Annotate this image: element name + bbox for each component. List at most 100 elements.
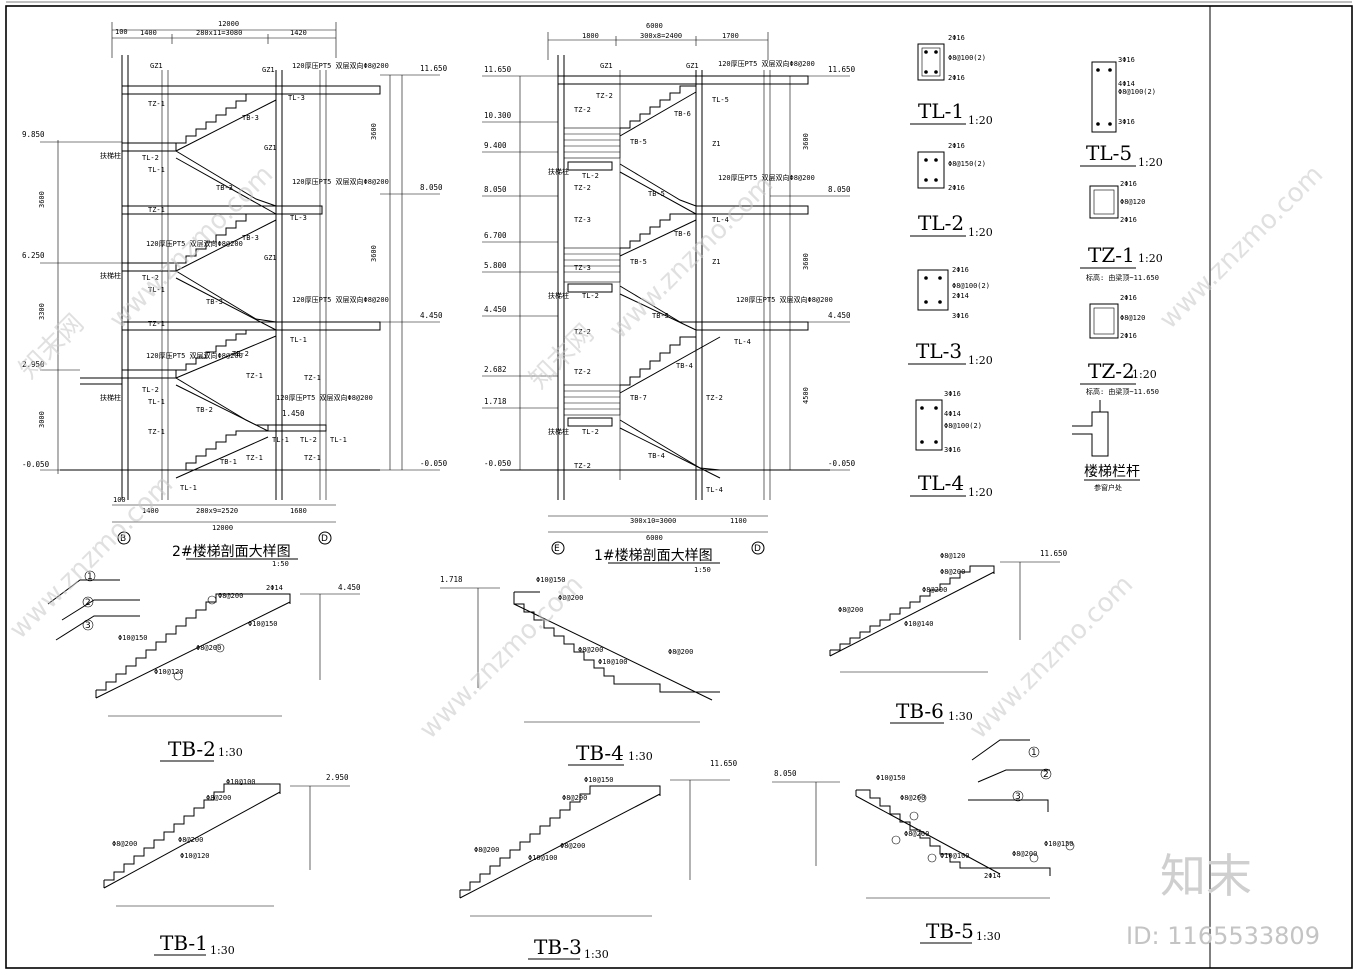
stair-2-tb2-a: TB-2	[232, 350, 249, 358]
tb3-scale: 1:30	[584, 948, 609, 961]
tb2-rebar-5: Φ10@150	[248, 620, 278, 628]
stair-1-tl4-b: TL-4	[734, 338, 751, 346]
tb5-scale: 1:30	[976, 930, 1001, 943]
stair-1-tz2-d: TZ-2	[574, 328, 591, 336]
stair-2-dim-run: 280x11=3080	[196, 29, 242, 37]
stair-2-gz1: GZ1	[150, 62, 163, 70]
tl5-scale: 1:20	[1138, 156, 1163, 169]
tb2-rebar-3: Φ8@200	[196, 644, 221, 652]
stair-2-handrail-a: 扶梯柱	[100, 151, 121, 160]
stair-2-tl3-a: TL-3	[288, 94, 305, 102]
tz1-scale: 1:20	[1138, 252, 1163, 265]
watermark-5: www.znzmo.com	[964, 570, 1139, 745]
stair-1-elev-6: 5.800	[484, 261, 507, 270]
tb3-rebar-5: Φ10@100	[528, 854, 558, 862]
stair-2-elev-left-2: 6.250	[22, 251, 45, 260]
stair-2-tb3-b: TB-3	[216, 184, 233, 192]
stair-1-tb7: TB-7	[630, 394, 647, 402]
stair-1-handrail-a: 扶梯柱	[548, 167, 569, 176]
stair-2-tz1-d: TZ-1	[246, 372, 263, 380]
stair-1-side-3: 4500	[802, 387, 810, 404]
stair-2-note-e: 120厚压PT5 双层双向Φ8@200	[146, 351, 243, 360]
stair-1-elev-10: -0.050	[484, 459, 512, 468]
tl3-title: TL-3	[916, 339, 962, 363]
tl2-stirrup: Φ8@150(2)	[948, 160, 986, 168]
tb2-rebar-4: Φ8@200	[218, 592, 243, 600]
stair-1-note-b: 120厚压PT5 双层双向Φ8@200	[718, 173, 815, 182]
tl5-stirrup: Φ8@100(2)	[1118, 88, 1156, 96]
stair-1-tb6-b: TB-6	[674, 230, 691, 238]
stair-2-side-1: 3600	[38, 191, 46, 208]
watermark-brand-2: 知末网	[524, 319, 600, 395]
watermark-3: www.znzmo.com	[1154, 160, 1329, 335]
tz1-top-bar: 2Φ16	[1120, 180, 1137, 188]
stair-2-tb2-b: TB-2	[196, 406, 213, 414]
tb3-rebar-2: Φ8@200	[562, 794, 587, 802]
tz2-top-bar: 2Φ16	[1120, 294, 1137, 302]
stair-2-handrail-c: 扶梯柱	[100, 393, 121, 402]
tl5-title: TL-5	[1086, 141, 1132, 165]
stair-2-tz1-b: TZ-1	[148, 206, 165, 214]
stair-1-landings	[563, 127, 621, 427]
stair-1-dim-run: 300x8=2400	[640, 32, 682, 40]
stair-1-tb4: TB-4	[676, 362, 693, 370]
stair-2-elev-left-4: -0.050	[22, 460, 50, 469]
stair-1-tz2-c: TZ-2	[574, 184, 591, 192]
tb2-rebar-2: Φ10@120	[154, 668, 184, 676]
tl5-top-bar: 3Φ16	[1118, 56, 1135, 64]
tl4-section	[915, 399, 943, 451]
tb5-rebar-7: 2Φ14	[984, 872, 1001, 880]
stair-2-tl1-d: TL-1	[148, 398, 165, 406]
stair-2-bdim-landing: 1400	[142, 507, 159, 515]
beam-sections: 2Φ16 Φ8@100(2) 2Φ16 TL-1 1:20 2Φ16 Φ8@15…	[908, 34, 1163, 499]
tz2-note: 标高: 由梁顶~11.650	[1086, 387, 1159, 396]
watermark-6: www.znzmo.com	[4, 470, 179, 645]
tl3-scale: 1:20	[968, 354, 993, 367]
tb2-title: TB-2	[168, 737, 216, 761]
tb5-title: TB-5	[926, 919, 974, 943]
tz2-bottom-bar: 2Φ16	[1120, 332, 1137, 340]
tb6-rebar-2: Φ8@200	[940, 568, 965, 576]
stair-1-tb6-a: TB-6	[674, 110, 691, 118]
tb5-rebar-5: Φ8@200	[1012, 850, 1037, 858]
tb4-detail: Φ10@150 Φ8@200 Φ8@200 Φ10@100 Φ8@200 1.7…	[440, 575, 720, 766]
stair-1-tl2-c: TL-2	[582, 428, 599, 436]
stair-1-tz2-g: TZ-2	[574, 462, 591, 470]
tl5-bottom-bar: 3Φ16	[1118, 118, 1135, 126]
tb2-scale: 1:30	[218, 746, 243, 759]
stair-2-bdim-100: 100	[113, 496, 126, 504]
stair-2-gz1-d: GZ1	[264, 254, 277, 262]
tb4-rebar-3: Φ8@200	[578, 646, 603, 654]
tz2-title: TZ-2	[1088, 359, 1135, 383]
stair-1-tl4-c: TL-4	[706, 486, 723, 494]
tb1-rebar-3: Φ8@200	[112, 840, 137, 848]
tb2-callout-1: 1	[87, 572, 93, 582]
tb6-rebar-5: Φ10@140	[904, 620, 934, 628]
watermark-id: ID: 1165533809	[1126, 922, 1320, 950]
stair-2-tl1-g: TL-1	[180, 484, 197, 492]
tb4-rebar-4: Φ10@100	[598, 658, 628, 666]
tl2-section	[917, 151, 945, 189]
tb1-rebar-4: Φ8@200	[178, 836, 203, 844]
stair-1-relev-2: 8.050	[828, 185, 851, 194]
tl1-section	[917, 43, 945, 81]
stair-2-note-c: 120厚压PT5 双层双向Φ8@200	[146, 239, 243, 248]
stair-1-tz3-b: TZ-3	[574, 264, 591, 272]
stair-2-dim-total: 12000	[218, 20, 239, 28]
tb4-rebar-2: Φ8@200	[558, 594, 583, 602]
stair-2-bdim-right: 1680	[290, 507, 307, 515]
tb5-rebar-1: Φ10@150	[876, 774, 906, 782]
railing-sub: 参窗户处	[1094, 483, 1122, 492]
tl4-bottom-bar: 3Φ16	[944, 446, 961, 454]
stair-1-elev-4: 8.050	[484, 185, 507, 194]
stair-2-tl2-a: TL-2	[142, 154, 159, 162]
tb6-rebar-4: Φ8@200	[838, 606, 863, 614]
tl4-stirrup: Φ8@100(2)	[944, 422, 982, 430]
stair-2-note-d: 120厚压PT5 双层双向Φ8@200	[292, 295, 389, 304]
tl4-top-bar: 3Φ16	[944, 390, 961, 398]
stair-1-tb5-d: TB-5	[652, 312, 669, 320]
stair-1-tl2-b: TL-2	[582, 292, 599, 300]
stair-1-tz2-f: TZ-2	[706, 394, 723, 402]
tb5-detail: 1 2 3 Φ10@150 Φ8@200 Φ8@200 Φ10@100 Φ8@2…	[772, 739, 1075, 944]
